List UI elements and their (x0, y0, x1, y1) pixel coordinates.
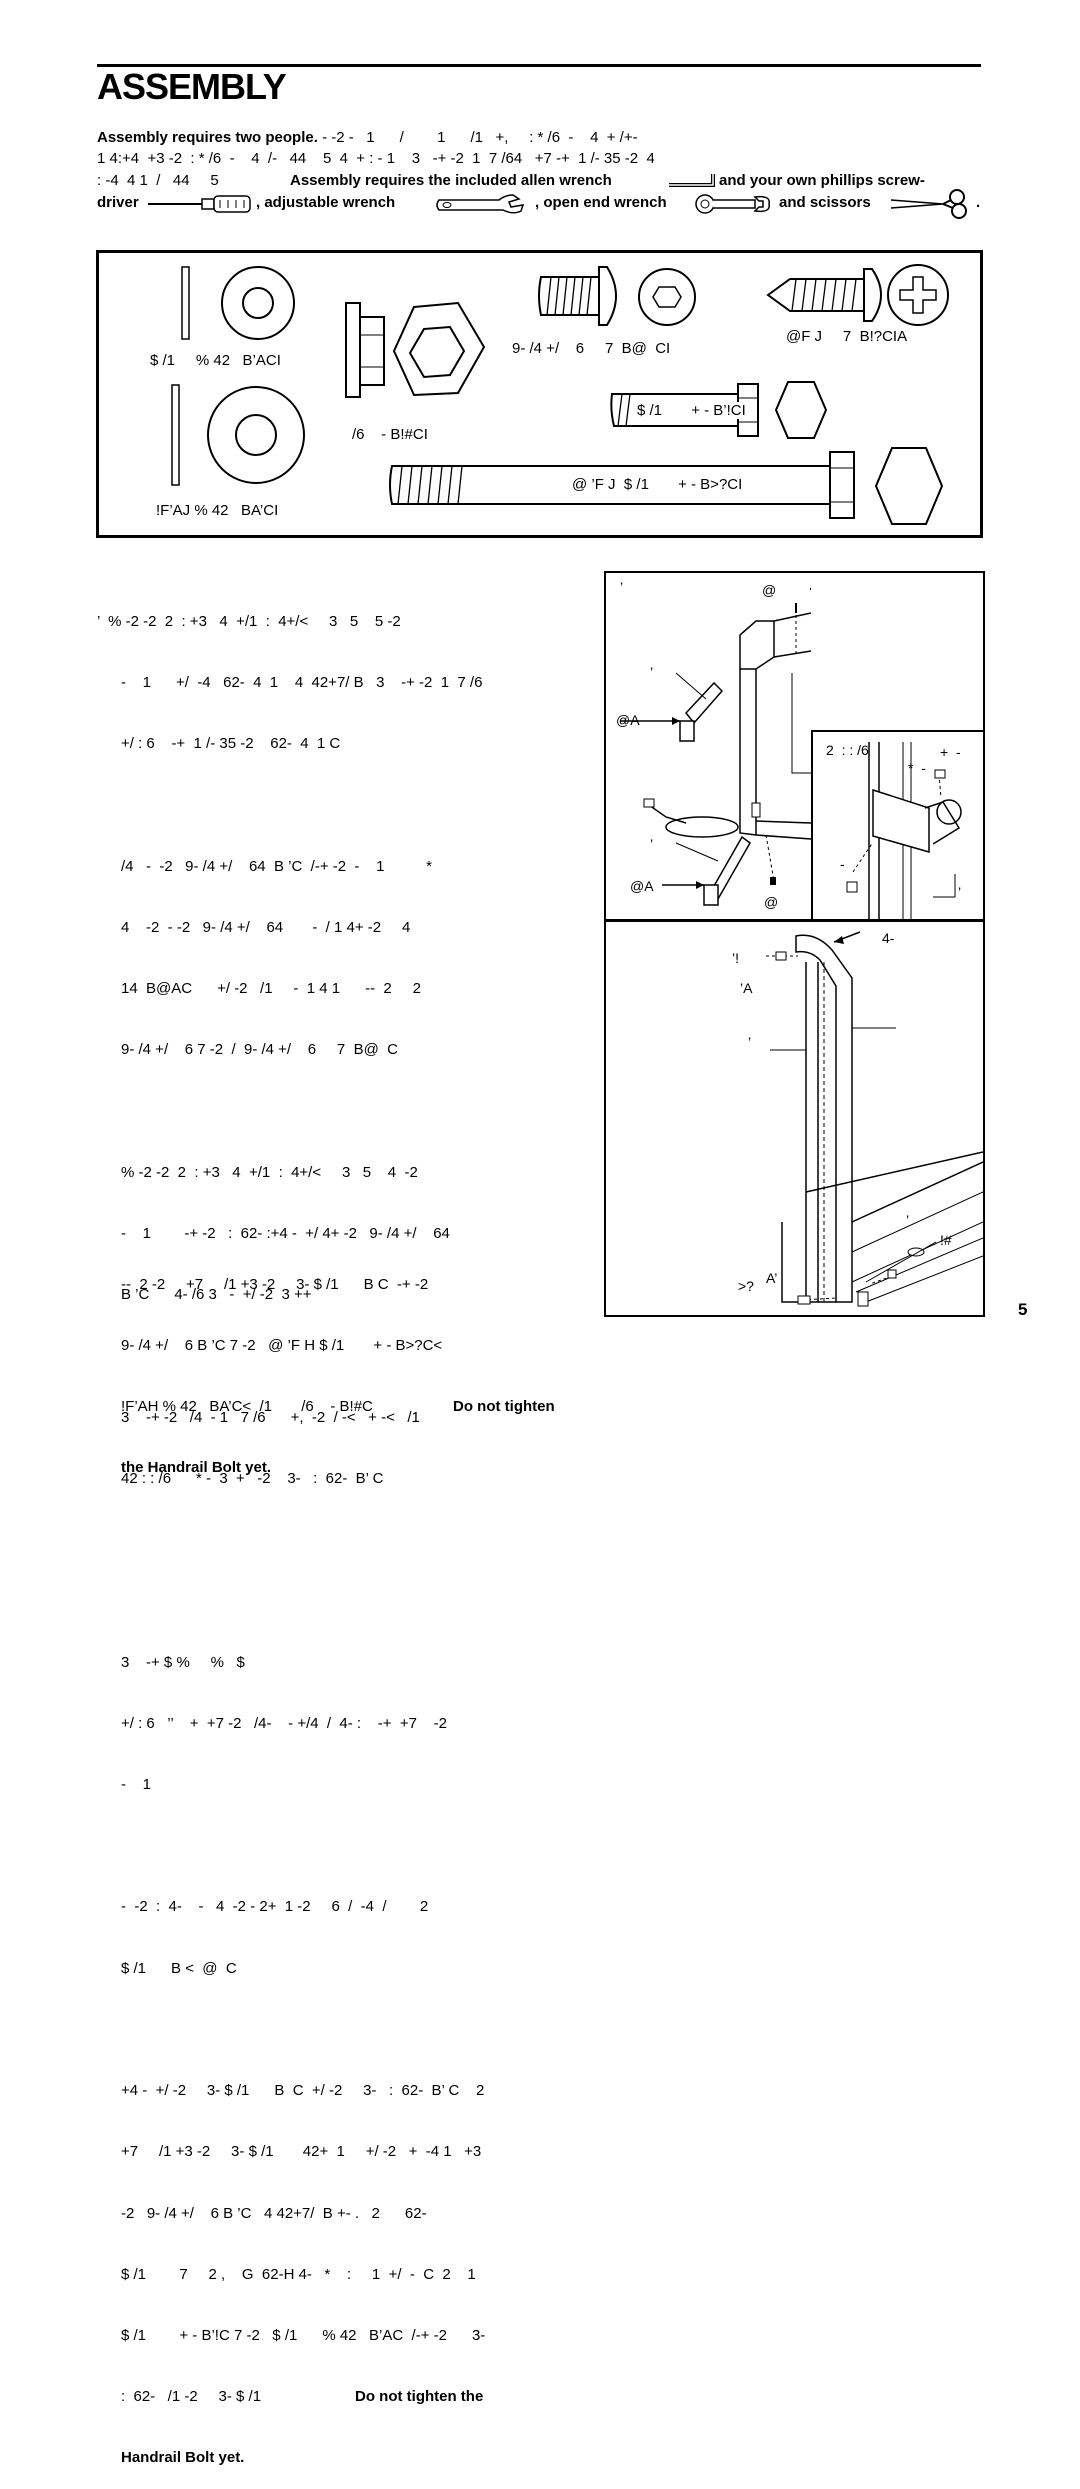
page-title: ASSEMBLY (97, 66, 287, 107)
part-label-long-bolt: @ ’F J $ /1 + - B>?CI (572, 476, 743, 493)
fig2-label: A’ (766, 1270, 778, 1286)
step-line: 3 -+ $ % % $ (121, 1653, 245, 1671)
part-label-star-washer: $ /1 % 42 B’ACI (150, 352, 281, 369)
scissors-icon (890, 189, 967, 219)
intro-line-3-text: : -4 4 1 / 44 5 (97, 172, 219, 189)
warning-do-not-tighten-2: Do not tighten (453, 1398, 555, 1416)
nut-drawing (345, 301, 486, 398)
step-text: !F’AH % 42 BA’C< /1 /6 - B!#C (121, 1398, 373, 1416)
intro-line-2: 1 4:+4 +3 -2 : * /6 - 4 /- 44 5 4 + : - … (97, 150, 655, 167)
step-1-text: ’ % -2 -2 2 : +3 4 +/1 : 4+/< 3 5 5 -2 -… (97, 571, 485, 2489)
parts-identification-box (96, 250, 983, 538)
star-washer-drawing (181, 266, 295, 340)
fig1-label: ’ (650, 664, 654, 680)
step-line: 9- /4 +/ 6 B ’C 7 -2 @ ’F H $ /1 + - B>?… (121, 1337, 443, 1355)
step-line: +/ : 6 ’’ + +7 -2 /4- - +/4 / 4- : -+ +7… (121, 1714, 447, 1732)
inset-label: - (840, 856, 845, 872)
step-line: 14 B@AC +/ -2 /1 - 1 4 1 -- 2 2 (121, 980, 421, 998)
fig1-label: @A (630, 878, 654, 894)
figure-1-inset-drawing (846, 742, 962, 919)
title-rule (97, 64, 981, 67)
screw-drawing (766, 264, 949, 326)
long-bolt-drawing (389, 447, 944, 525)
fig1-label: @ (764, 894, 779, 910)
step-line: 4 -2 - -2 9- /4 +/ 64 - / 1 4+ -2 4 (121, 918, 411, 936)
step-line (97, 1530, 485, 1550)
figure-1-drawing (620, 588, 811, 906)
inset-label: * - (908, 760, 926, 776)
page-number: 5 (1018, 1300, 1028, 1319)
adjustable-wrench-icon (436, 194, 525, 214)
step-line: % -2 -2 2 : +3 4 +/1 : 4+/< 3 5 4 -2 (121, 1163, 418, 1181)
step-line: - 1 -+ -2 : 62- :+4 - +/ 4+ -2 9- /4 +/ … (121, 1225, 450, 1242)
phillips-screwdriver-icon (148, 195, 251, 213)
fig1-label: @A (616, 712, 640, 728)
intro-bold-two-people: Assembly requires two people. (97, 129, 318, 146)
step-line: +4 - +/ -2 3- $ /1 B C +/ -2 3- : 62- B’… (121, 2082, 485, 2100)
fig1-label: ’ (650, 836, 654, 852)
part-label-flat-washer: !F’AJ % 42 BA’CI (156, 502, 279, 519)
step-line: +/ : 6 -+ 1 /- 35 -2 62- 4 1 C (121, 735, 341, 753)
step-line: - 1 +/ -4 62- 4 1 4 42+7/ B 3 -+ -2 1 7 … (121, 674, 483, 692)
figure-2-frame (604, 920, 985, 1317)
step-line (97, 795, 485, 815)
fig2-label: ’A (740, 980, 753, 996)
step-line: ’ % -2 -2 2 : +3 4 +/1 : 4+/< 3 5 5 -2 (97, 612, 401, 630)
warning-handrail-bolt: Handrail Bolt yet. (121, 2449, 245, 2467)
intro-line-1: Assembly requires two people. - -2 - 1 /… (97, 128, 638, 148)
allen-wrench-icon (669, 174, 715, 187)
fig2-label: !# (940, 1232, 952, 1248)
step-line (97, 2020, 485, 2040)
intro-scissors: and scissors (779, 194, 871, 211)
intro-open-end: , open end wrench (535, 194, 667, 211)
fig1-label: @ (762, 582, 777, 598)
intro-adjustable: , adjustable wrench (256, 194, 396, 211)
intro-line-3: : -4 4 1 / 44 5 (97, 171, 219, 191)
flat-washer-drawing (171, 384, 305, 486)
step-line: /4 - -2 9- /4 +/ 64 B ’C /-+ -2 - 1 * (121, 857, 432, 875)
fig2-label: 4- (882, 930, 895, 946)
fig1-label: ’ (620, 579, 624, 595)
fig2-label: ’! (732, 950, 739, 966)
part-label-nut: /6 - B!#CI (352, 426, 428, 443)
open-end-wrench-icon (695, 194, 770, 214)
part-label-short-bolt: $ /1 + - B’!CI (637, 402, 746, 419)
step-line (97, 1102, 485, 1122)
fig2-label: >? (738, 1278, 754, 1294)
warning-do-not-tighten: Do not tighten the (355, 2388, 484, 2406)
step-line: $ /1 7 2 , G 62-H 4- * : 1 +/ - C 2 1 (121, 2265, 476, 2283)
step-line: +7 /1 +3 -2 3- $ /1 42+ 1 +/ -2 + -4 1 +… (121, 2143, 482, 2161)
step-line: -2 9- /4 +/ 6 B ’C 4 42+7/ B +- . 2 62- (121, 2204, 427, 2222)
figure-2-drawing (766, 931, 983, 1307)
button-bolt-drawing (538, 266, 696, 326)
warning-handrail-bolt-2: the Handrail Bolt yet. (121, 1459, 272, 1477)
intro-period: . (976, 194, 981, 211)
step-line: 9- /4 +/ 6 7 -2 / 9- /4 +/ 6 7 B@ C (121, 1041, 399, 1059)
inset-label: + - (940, 744, 961, 760)
step-line: - -2 : 4- - 4 -2 - 2+ 1 -2 6 / -4 / 2 (121, 1898, 429, 1916)
part-label-button-bolt: 9- /4 +/ 6 7 B@ CI (512, 340, 671, 357)
step-line: - 1 (121, 1775, 152, 1793)
step-line: -- 2 -2 +7 /1 +3 -2 3- $ /1 B C -+ -2 (121, 1275, 429, 1293)
step-line: $ /1 B < @ C (121, 1959, 237, 1977)
step-line: $ /1 + - B’!C 7 -2 $ /1 % 42 B’AC /-+ -2… (121, 2326, 486, 2344)
step-line (97, 1836, 485, 1856)
inset-label: 2 : : /6 (826, 742, 869, 758)
step-line: !F’AH % 42 BA’C< /1 /6 - B!#C Do not tigh… (97, 1397, 555, 1417)
step-text: : 62- /1 -2 3- $ /1 (121, 2388, 262, 2406)
step-line: : 62- /1 -2 3- $ /1 Do not tighten the (97, 2387, 485, 2407)
intro-allen-text: Assembly requires the included allen wre… (290, 172, 612, 189)
fig2-label: ’ (906, 1212, 910, 1228)
step-line (97, 1591, 485, 1611)
step-2-text: -- 2 -2 +7 /1 +3 -2 3- $ /1 B C -+ -2 9-… (97, 1234, 555, 1499)
intro-driver: driver (97, 194, 139, 211)
intro-line-1-text: - -2 - 1 / 1 /1 +, : * /6 - 4 + /+- (317, 129, 638, 146)
part-label-screw: @F J 7 B!?CIA (786, 328, 908, 345)
step-line: B ’C 4- /6 3 - +/ -2 3 ++ (121, 1286, 312, 1304)
intro-screwdriver-text: and your own phillips screw- (719, 172, 925, 189)
inset-label: ’ (958, 884, 962, 900)
fig2-label: ’ (748, 1034, 752, 1050)
